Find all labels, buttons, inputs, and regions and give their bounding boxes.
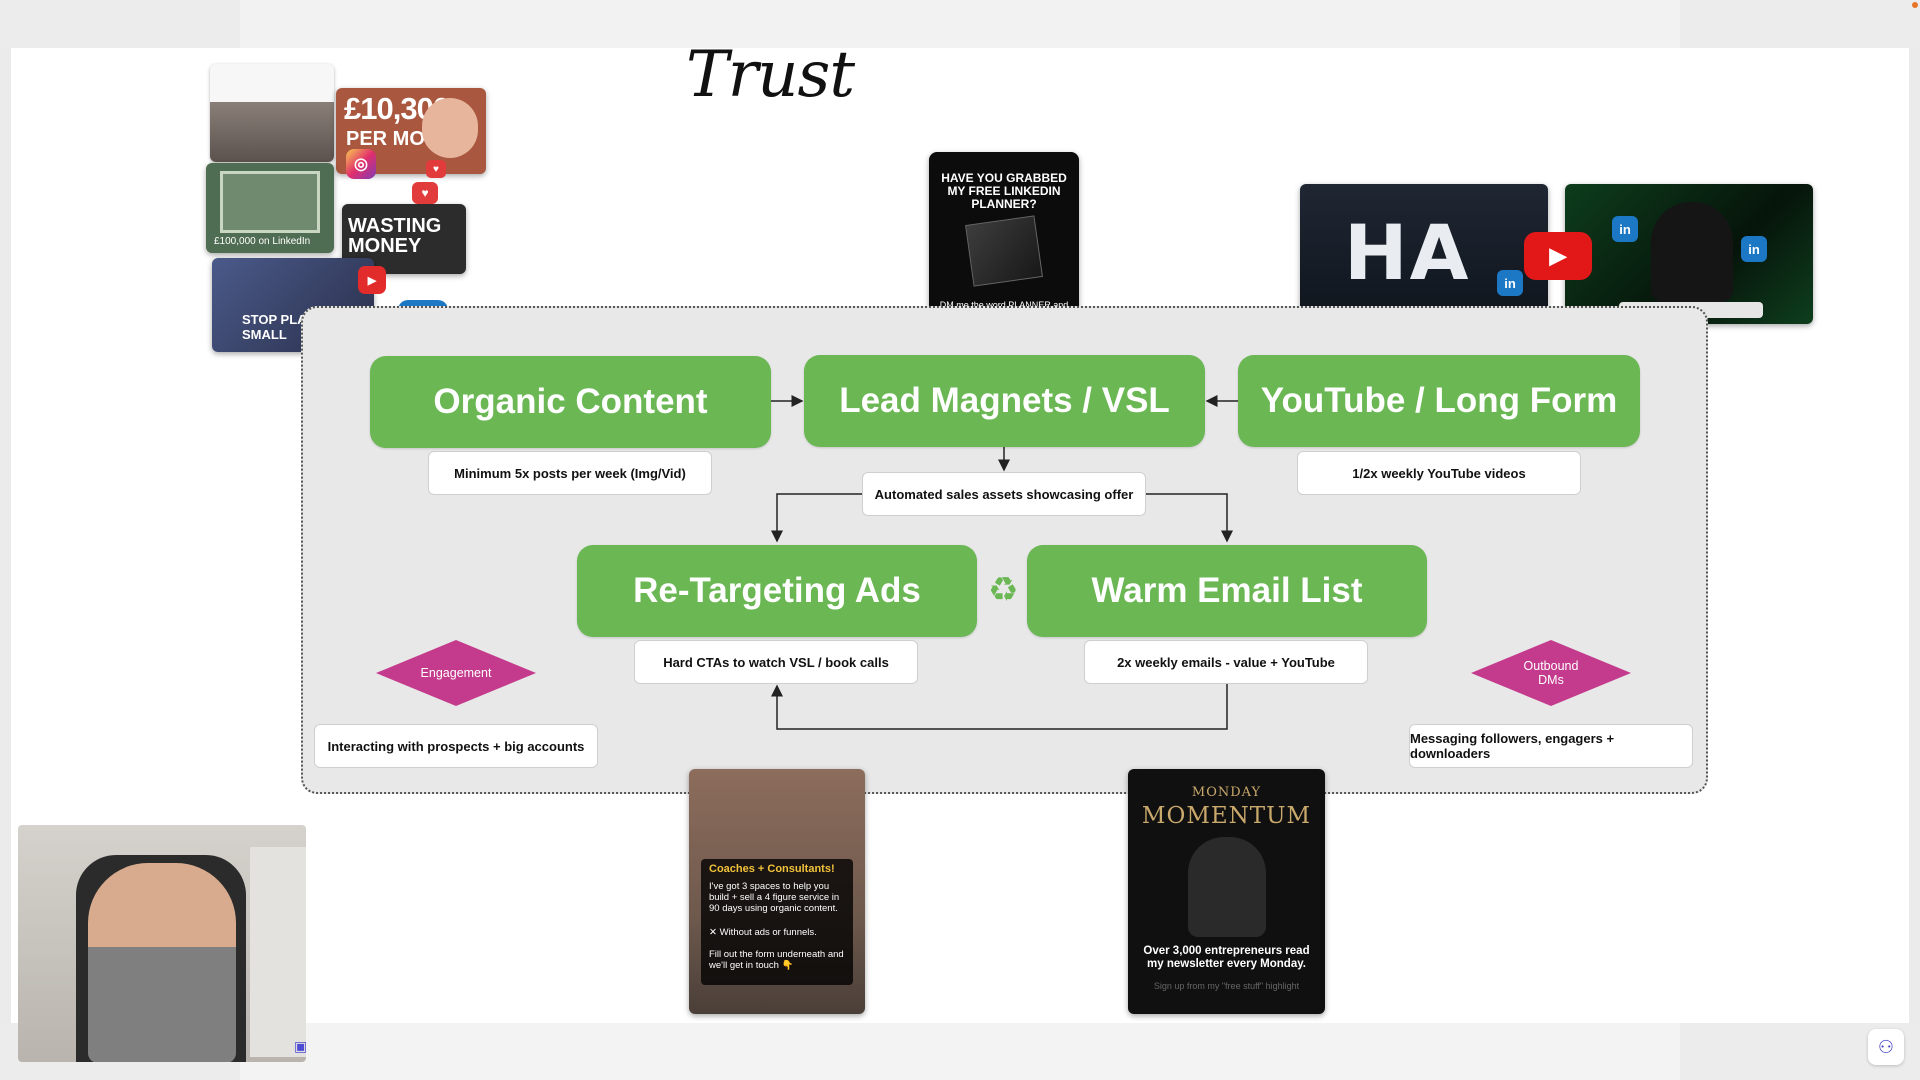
group-photo [210, 102, 334, 162]
outbound-dms-diamond[interactable] [1469, 638, 1633, 708]
newsletter-subline: Sign up from my "free stuff" highlight [1153, 981, 1300, 991]
linkedin-icon: in [1497, 270, 1523, 296]
ad-text-card [701, 859, 853, 985]
banknote-graphic [220, 171, 320, 233]
coach-ad-heading: Coaches + Consultants! [709, 863, 835, 875]
hooded-figure [1651, 202, 1733, 302]
hacker-video-thumbnail[interactable] [1565, 184, 1813, 324]
warm-email-list-box[interactable]: Warm Email List [1027, 545, 1427, 637]
board-title: Trust [686, 38, 855, 112]
bottom-bar-center [240, 1023, 1680, 1080]
newsletter-line: Over 3,000 entrepreneurs read my newslet… [1143, 945, 1310, 970]
instagram-post-thumbnail[interactable] [210, 64, 334, 162]
monday-momentum-thumbnail[interactable]: MONDAY MOMENTUM Over 3,000 entrepreneurs… [1128, 769, 1325, 1014]
organic-content-box[interactable]: Organic Content [370, 356, 771, 448]
linkedin-icon: in [1741, 236, 1767, 262]
lead-magnets-label[interactable]: Automated sales assets showcasing offer [862, 472, 1146, 516]
outbound-label[interactable]: Messaging followers, engagers + download… [1409, 724, 1693, 768]
top-bar [0, 0, 1920, 48]
planner-heading: HAVE YOU GRABBED MY FREE LINKEDIN PLANNE… [941, 171, 1067, 211]
lead-magnets-box[interactable]: Lead Magnets / VSL [804, 355, 1205, 447]
top-bar-center [240, 0, 1680, 48]
recycle-icon: ♻ [988, 571, 1019, 609]
youtube-long-form-box[interactable]: YouTube / Long Form [1238, 355, 1640, 447]
face-photo [422, 98, 478, 158]
camera-icon[interactable]: ▣ [294, 1038, 308, 1054]
linkedin-icon: in [1612, 216, 1638, 242]
newsletter-kicker: MONDAY [1191, 785, 1262, 800]
webcam-overlay [18, 825, 306, 1062]
user-settings-icon[interactable]: ⚇ [1868, 1029, 1904, 1065]
heart-icon: ♥ [426, 160, 446, 178]
post-header [210, 64, 334, 102]
coach-ad-no-ads: ✕ Without ads or funnels. [709, 927, 817, 938]
engagement-diamond[interactable] [374, 638, 538, 708]
email-label[interactable]: 2x weekly emails - value + YouTube [1084, 640, 1368, 684]
shoe-shelf [250, 847, 306, 1057]
coaches-ad-thumbnail[interactable]: Coaches + Consultants! I've got 3 spaces… [689, 769, 865, 1014]
retargeting-ads-box[interactable]: Re-Targeting Ads [577, 545, 977, 637]
planner-book-graphic [965, 215, 1043, 287]
heart-icon: ♥ [412, 182, 438, 204]
coach-ad-cta: Fill out the form underneath and we'll g… [709, 949, 844, 971]
youtube-icon: ▶ [1524, 232, 1592, 280]
status-dot [1912, 2, 1918, 8]
youtube-label[interactable]: 1/2x weekly YouTube videos [1297, 451, 1581, 495]
linkedin-money-caption: £100,000 on LinkedIn [214, 236, 311, 247]
wasting-money-text: WASTING MONEY [348, 215, 442, 257]
newsletter-portrait [1188, 837, 1266, 937]
engagement-label[interactable]: Interacting with prospects + big account… [314, 724, 598, 768]
instagram-icon: ◎ [346, 149, 376, 179]
youtube-icon: ▶ [358, 266, 386, 294]
organic-content-label[interactable]: Minimum 5x posts per week (Img/Vid) [428, 451, 712, 495]
hack-video-thumbnail[interactable]: HA CK [1300, 184, 1548, 324]
outbound-dms-diamond-label: Outbound DMs [1523, 658, 1579, 687]
linkedin-money-thumbnail[interactable]: £100,000 on LinkedIn [206, 163, 334, 253]
presenter [88, 863, 236, 1062]
bottom-bar [0, 1023, 1920, 1080]
newsletter-title: MOMENTUM [1141, 803, 1312, 829]
retargeting-label[interactable]: Hard CTAs to watch VSL / book calls [634, 640, 918, 684]
coach-ad-body: I've got 3 spaces to help you build + se… [709, 881, 840, 914]
engagement-diamond-label: Engagement [420, 665, 492, 680]
